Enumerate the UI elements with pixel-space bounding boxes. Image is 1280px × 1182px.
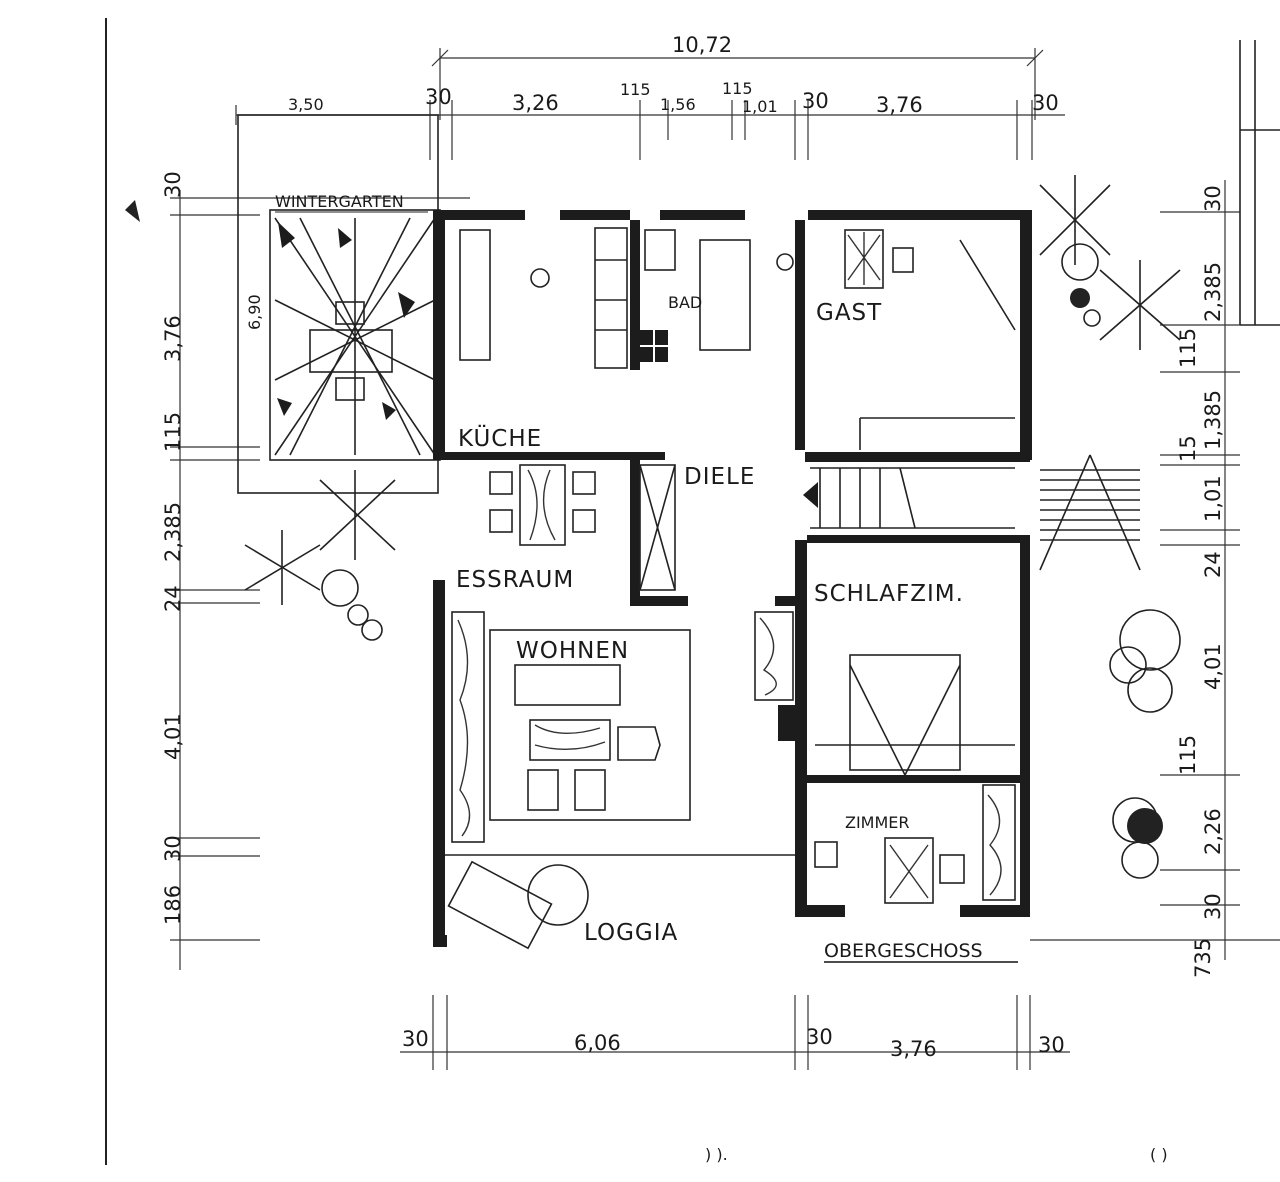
- dim-top-6: 30: [802, 89, 829, 113]
- dim-right-1: 2,385: [1201, 262, 1225, 322]
- dim-top-wintergarten: 3,50: [288, 95, 324, 114]
- dim-bottom-1: 6,06: [574, 1031, 621, 1055]
- diele-fixtures: [639, 464, 676, 591]
- dim-top-5: 1,01: [742, 97, 778, 116]
- room-label-wintergarten: WINTERGARTEN: [275, 192, 404, 211]
- outer-walls: [433, 210, 1032, 947]
- landscape: [244, 175, 1181, 879]
- dim-left-0: 30: [161, 171, 185, 198]
- bad-fixtures: [640, 229, 794, 362]
- dim-right-7: 4,01: [1201, 643, 1225, 690]
- dim-top-1: 3,26: [512, 91, 559, 115]
- dim-top-2: 115: [620, 80, 651, 99]
- essraum-fixtures: [489, 464, 596, 546]
- dim-left-7: 186: [161, 885, 185, 925]
- zimmer-fixtures: [814, 784, 1016, 904]
- dim-left-6: 30: [161, 835, 185, 862]
- dim-left-3: 2,385: [161, 502, 185, 562]
- room-label-bad: BAD: [668, 293, 702, 312]
- dim-right-5: 1,01: [1201, 475, 1225, 522]
- wohnen-fixtures: [451, 611, 796, 843]
- dim-right-0: 30: [1201, 185, 1225, 212]
- dim-top-3: 1,56: [660, 95, 696, 114]
- dim-right-9: 2,26: [1201, 808, 1225, 855]
- dim-left-4: 24: [161, 585, 185, 612]
- room-label-loggia: LOGGIA: [584, 920, 678, 946]
- dim-bottom-3: 3,76: [890, 1037, 937, 1061]
- dim-bottom-0: 30: [402, 1027, 429, 1051]
- dim-top-0: 30: [425, 85, 452, 109]
- dimension-lines: [170, 40, 1280, 1070]
- gast-fixtures: [844, 229, 1016, 450]
- room-label-wohnen: WOHNEN: [516, 638, 629, 664]
- scan-mark-right: ( ): [1150, 1145, 1168, 1164]
- stairs: [803, 467, 1015, 529]
- dim-left-5: 4,01: [161, 713, 185, 760]
- room-label-gast: GAST: [816, 300, 882, 326]
- kueche-fixtures: [459, 227, 628, 369]
- dim-top-8: 30: [1032, 91, 1059, 115]
- dim-top-4: 115: [722, 79, 753, 98]
- dim-right-10: 30: [1201, 893, 1225, 920]
- dim-right-2: 115: [1176, 328, 1200, 368]
- dim-right-4: 15: [1176, 435, 1200, 462]
- room-label-essraum: ESSRAUM: [456, 567, 574, 593]
- room-label-diele: DIELE: [684, 464, 755, 490]
- dim-bottom-2: 30: [806, 1025, 833, 1049]
- room-label-kueche: KÜCHE: [458, 424, 542, 452]
- schlafzimmer-fixtures: [815, 654, 1015, 776]
- dim-right-11: 735: [1191, 938, 1215, 978]
- dim-right-6: 24: [1201, 551, 1225, 578]
- dim-top-overall: 10,72: [672, 33, 732, 57]
- dim-right-8: 115: [1176, 735, 1200, 775]
- dim-right-3: 1,385: [1201, 390, 1225, 450]
- dim-wintergarten-depth: 6,90: [245, 294, 264, 330]
- dim-left-2: 115: [161, 412, 185, 452]
- dim-top-7: 3,76: [876, 93, 923, 117]
- scan-mark-left: ) ).: [705, 1145, 728, 1164]
- dim-left-1: 3,76: [161, 315, 185, 362]
- loggia-fixtures: [445, 854, 795, 950]
- room-label-zimmer: ZIMMER: [845, 813, 910, 832]
- plan-title: OBERGESCHOSS: [824, 940, 983, 962]
- wintergarten-room: [125, 114, 441, 494]
- dim-bottom-4: 30: [1038, 1033, 1065, 1057]
- room-label-schlafzimmer: SCHLAFZIM.: [814, 581, 964, 607]
